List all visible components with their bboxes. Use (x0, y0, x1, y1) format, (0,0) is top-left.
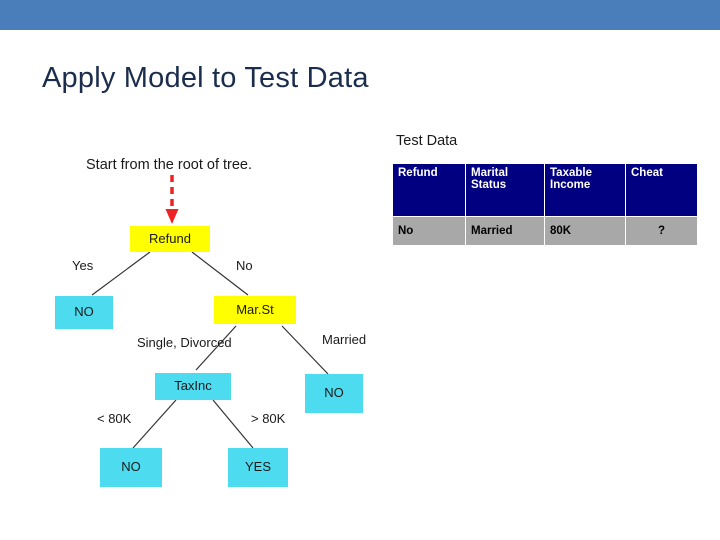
edge-taxinc-yes (212, 399, 254, 449)
cell-cheat: ? (625, 216, 698, 246)
tree-node-marst-label: Mar.St (236, 301, 274, 317)
edge-taxinc-no (132, 399, 177, 449)
cell-taxable-income: 80K (544, 216, 626, 246)
th-refund: Refund (392, 163, 466, 217)
tree-node-no-left-label: NO (74, 304, 94, 320)
tree-node-no-bottom[interactable]: NO (100, 448, 162, 487)
cell-refund: No (392, 216, 466, 246)
test-data-caption: Test Data (396, 133, 458, 149)
tree-node-no-left[interactable]: NO (55, 296, 113, 329)
tree-node-refund-label: Refund (149, 230, 191, 246)
top-color-band (0, 0, 720, 30)
edge-label-married: Married (322, 332, 367, 347)
tree-node-yes-bottom[interactable]: YES (228, 448, 288, 487)
top-band-divider (0, 30, 720, 32)
red-arrow-head (165, 209, 179, 224)
tree-node-yes-bottom-label: YES (244, 459, 271, 475)
edge-label-single-divorced: Single, Divorced (137, 335, 232, 350)
page-title: Apply Model to Test Data (42, 62, 369, 94)
tree-node-marst[interactable]: Mar.St (214, 296, 296, 324)
tree-node-no-right[interactable]: NO (305, 374, 363, 413)
tree-node-no-right-label: NO (324, 385, 344, 401)
edge-label-yes: Yes (72, 258, 94, 273)
th-cheat: Cheat (625, 163, 698, 217)
tree-node-refund[interactable]: Refund (130, 226, 210, 252)
start-from-root-caption: Start from the root of tree. (86, 157, 253, 173)
tree-node-taxinc[interactable]: TaxInc (155, 373, 231, 400)
edge-refund-no (91, 251, 151, 296)
tree-node-no-bottom-label: NO (121, 459, 141, 475)
tree-node-taxinc-label: TaxInc (174, 378, 212, 394)
table-row: No Married 80K ? (392, 216, 698, 246)
edge-label-gt-80k: > 80K (251, 411, 286, 426)
cell-marital-status: Married (465, 216, 545, 246)
edge-label-no: No (236, 258, 253, 273)
edge-label-lt-80k: < 80K (97, 411, 132, 426)
